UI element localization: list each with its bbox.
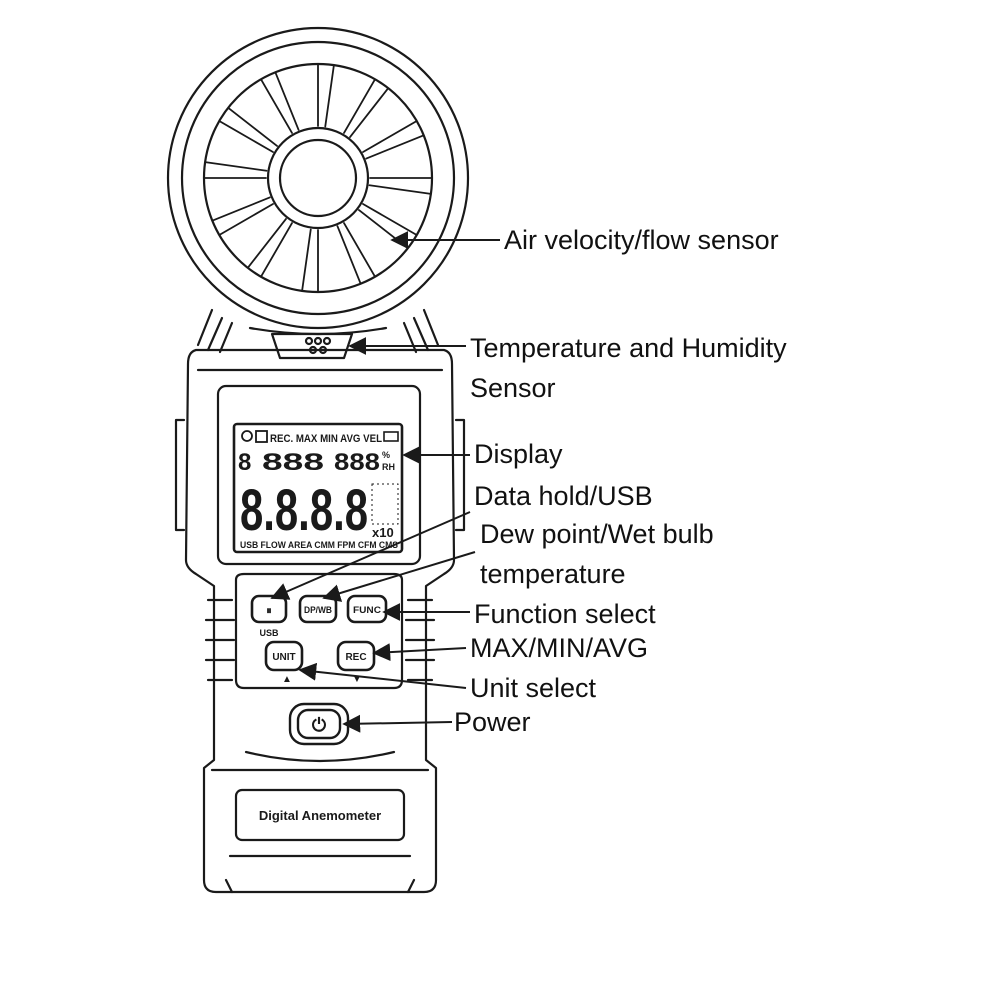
lcd-power-icon: [241, 430, 253, 442]
leader-power: [342, 714, 453, 733]
fan-blade: [358, 203, 417, 249]
callout-air-velocity: Air velocity/flow sensor: [504, 225, 779, 255]
dp-wb-button[interactable]: [298, 594, 338, 624]
lcd-battery-icon: [383, 431, 399, 442]
up-arrow-icon: ▲: [282, 674, 292, 685]
callout-data-hold: Data hold/USB: [474, 481, 653, 511]
lcd-small-digit-lead: 8: [238, 449, 251, 476]
fan-blade: [247, 218, 293, 277]
lcd-unit-percent: %: [382, 450, 390, 460]
callout-unit-select: Unit select: [470, 673, 597, 703]
fan-blade: [368, 177, 432, 195]
leader-data-hold: [270, 511, 471, 600]
callout-temp-humidity-line2: Sensor: [470, 373, 556, 403]
down-arrow-icon: ▼: [352, 674, 362, 685]
leader-dew-point: [322, 551, 476, 602]
callout-max-min-avg: MAX/MIN/AVG: [470, 633, 649, 663]
fan-vane-icon: [166, 26, 470, 330]
hold-usb-button[interactable]: [250, 594, 288, 624]
fan-blade: [204, 161, 268, 179]
fan-blade: [212, 196, 274, 236]
lcd-unit-rh: RH: [382, 462, 395, 472]
leader-unit-select: [298, 662, 467, 689]
lcd-small-digits-2: 888: [334, 449, 380, 476]
callout-dew-point-line2: temperature: [480, 559, 626, 589]
keypad-panel: [234, 572, 404, 690]
rec-label: REC: [345, 652, 366, 663]
leader-max-min-avg: [372, 643, 467, 662]
fan-blade: [317, 64, 335, 128]
callout-function-select: Function select: [474, 599, 656, 629]
callout-dew-point-line1: Dew point/Wet bulb: [480, 519, 714, 549]
fan-blade: [219, 107, 278, 153]
lcd-unit-block: [371, 483, 399, 525]
callout-temp-humidity-line1: Temperature and Humidity: [470, 333, 787, 363]
unit-label: UNIT: [272, 652, 295, 663]
hold-usb-label: USB: [259, 628, 279, 638]
fan-blade: [301, 228, 319, 292]
lcd-display: [216, 384, 422, 566]
lcd-small-digits: 888: [262, 449, 324, 476]
lcd-hold-icon: [255, 430, 268, 443]
fan-blade: [362, 120, 424, 160]
lcd-bottom-row: USB FLOW AREA CMM FPM CFM CMS: [240, 540, 398, 550]
fan-blade: [336, 222, 376, 284]
power-icon: ⏻: [312, 715, 327, 735]
dp-wb-label: DP/WB: [304, 605, 332, 615]
lcd-big-digits: 8.8.8.8: [240, 478, 368, 543]
model-label: Digital Anemometer: [259, 808, 381, 823]
unit-button[interactable]: [264, 640, 304, 672]
device-body: [174, 348, 466, 894]
callout-power: Power: [454, 707, 531, 737]
hold-icon: ⏸: [266, 605, 272, 617]
fan-blade: [343, 79, 389, 138]
callout-display: Display: [474, 439, 563, 469]
fan-blade: [260, 72, 300, 134]
func-label: FUNC: [353, 605, 382, 615]
lcd-top-row: REC. MAX MIN AVG VEL: [270, 433, 382, 445]
temp-humidity-sensor-icon: [270, 332, 354, 360]
lcd-multiplier: x10: [372, 525, 394, 540]
